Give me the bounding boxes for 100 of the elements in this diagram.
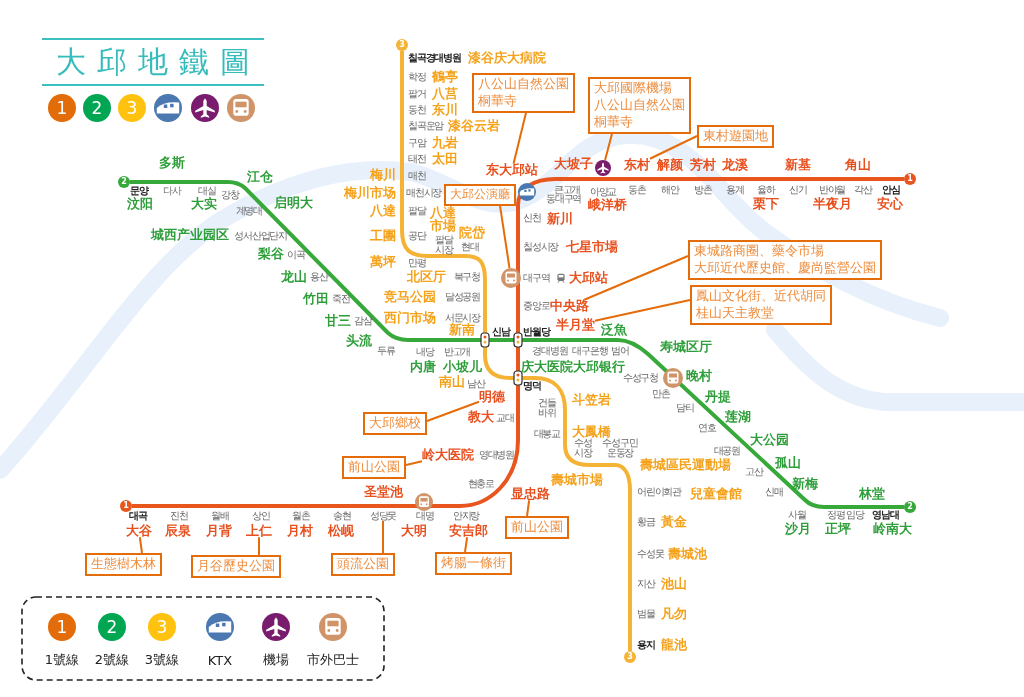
station-name: 内唐 — [410, 360, 436, 374]
station-name: 新梅 — [792, 477, 818, 491]
station-name: 범어 — [611, 346, 629, 356]
station-name: 壽城市場 — [551, 473, 603, 487]
callout-box — [505, 516, 569, 539]
station-name: 江仓 — [247, 170, 273, 184]
station-name: 월촌 — [292, 511, 310, 521]
station-name: 头流 — [346, 334, 372, 348]
station-name: 黃金 — [661, 515, 687, 529]
station-name: 진천 — [170, 511, 188, 521]
station-name: 莲湖 — [725, 410, 751, 424]
station-name: 내당 — [416, 347, 434, 357]
line-number: 2 — [106, 618, 118, 636]
station-name: 신기 — [789, 185, 807, 195]
place-name: 東村遊園地 — [703, 128, 768, 145]
station-name: 晚村 — [686, 369, 712, 383]
station-name: 大邱银行 — [573, 360, 625, 374]
place-name: 桐華寺 — [594, 113, 634, 131]
station-name: 감삼 — [354, 316, 372, 326]
line-end-badge: 1 — [120, 500, 132, 512]
station-name: 太田 — [432, 152, 458, 166]
place-name: 前山公園 — [348, 459, 400, 476]
station-name: 多斯 — [159, 156, 185, 170]
station-name: 岭南大 — [872, 522, 912, 536]
station-name: 月背 — [206, 524, 232, 538]
station-name: 圣堂池 — [363, 485, 403, 499]
legend-label: KTX — [207, 652, 233, 668]
station-name: 西门市场 — [384, 311, 436, 325]
station-name: 梨谷 — [258, 247, 284, 261]
station-name: 팔거 — [408, 89, 426, 99]
station-name: 신천 — [523, 213, 541, 223]
station-name: 斗笠岩 — [572, 393, 611, 407]
station-name: 동천 — [408, 105, 426, 115]
station-name: 성당못 — [369, 511, 397, 521]
station-name: 신매 — [765, 487, 783, 497]
station-name: 壽城區民運動場 — [640, 458, 731, 472]
station-name: 辰泉 — [165, 524, 191, 538]
station-name: 칠곡운암 — [408, 121, 444, 131]
station-name: 工團 — [370, 229, 396, 243]
place-name: 桐華寺 — [478, 92, 518, 110]
place-name: 生態樹木林 — [91, 556, 156, 573]
line-number: 3 — [126, 99, 138, 117]
leader-line — [382, 520, 384, 554]
station-name: 大实 — [191, 197, 217, 211]
line-number: 2 — [91, 99, 103, 117]
station-name: 九岩 — [432, 136, 458, 150]
station-name: 이곡 — [287, 250, 305, 260]
station-name: 반고개 — [443, 347, 471, 357]
station-name: 鶴亭 — [432, 70, 458, 84]
station-name: 泛魚 — [601, 323, 627, 337]
station-name: 용계 — [726, 185, 744, 195]
station-name: 담티 — [676, 403, 694, 413]
station-name: 中央路 — [550, 299, 589, 313]
callout-box — [697, 125, 774, 148]
station-name: 남산 — [467, 379, 485, 389]
station-name: 明德 — [479, 390, 505, 404]
station-name: 팔달 시장 — [434, 235, 455, 255]
station-name: 대공원 — [713, 446, 740, 456]
station-name: 正坪 — [825, 522, 851, 536]
station-name: 대봉교 — [533, 429, 560, 439]
station-name: 龙溪 — [722, 158, 748, 172]
station-name: 半夜月 — [812, 197, 852, 211]
station-name: 梅川 — [370, 168, 396, 182]
station-name: 八達市場 — [429, 205, 457, 233]
station-name: 大谷 — [126, 524, 152, 538]
place-name: 八公山自然公園 — [478, 76, 569, 93]
station-name: 新基 — [785, 158, 811, 172]
station-name: 큰고개 — [553, 185, 581, 195]
station-name: 龙山 — [281, 270, 307, 284]
station-name: 정평 — [827, 510, 845, 520]
callout-box — [688, 240, 882, 280]
station-name: 竞马公园 — [384, 290, 436, 304]
station-name: 아양교 — [589, 187, 617, 197]
place-name: 大邱公演廳 — [450, 187, 510, 203]
station-name: 강창 — [221, 190, 239, 200]
station-name: 显忠路 — [510, 487, 550, 501]
station-name: 수성 시장 — [573, 438, 593, 458]
station-name: 解颜 — [657, 158, 683, 172]
place-name: 大邱近代歷史館、慶尚監營公園 — [694, 259, 876, 277]
line-end-badge: 2 — [904, 501, 916, 513]
station-name: 경대병원 — [532, 346, 568, 356]
legend-label: 1號線 — [44, 651, 80, 669]
station-name: 어린이회관 — [637, 487, 681, 497]
station-name: 安吉郎 — [448, 524, 488, 538]
station-name: 공단 — [408, 231, 426, 241]
station-name: 半月堂 — [556, 318, 595, 332]
station-name: 芳村 — [690, 158, 716, 172]
station-name: 연호 — [698, 423, 716, 433]
station-name: 영남대 — [872, 510, 899, 520]
station-name: 율하 — [757, 185, 775, 195]
callout-box — [472, 73, 575, 113]
station-name: 东大邱站 — [486, 163, 538, 177]
station-name: 兒童會館 — [690, 487, 742, 501]
station-name: 院岱 — [459, 226, 485, 240]
station-name: 반월당 — [523, 327, 550, 337]
station-name: 칠곡경대병원 — [408, 53, 461, 63]
station-name: 신남 — [492, 327, 510, 337]
line-end-badge: 3 — [624, 651, 636, 663]
station-name: 大坡子 — [553, 157, 593, 171]
line-end-badge: 1 — [904, 173, 916, 185]
